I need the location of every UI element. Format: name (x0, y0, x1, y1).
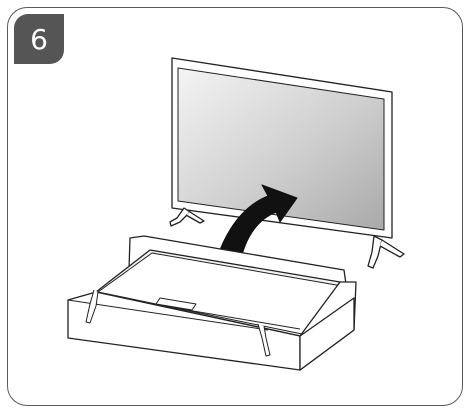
packaging-box-icon (67, 235, 357, 371)
step-number: 6 (30, 22, 48, 56)
tv-screen-icon (169, 57, 405, 269)
step-number-badge: 6 (14, 14, 64, 64)
